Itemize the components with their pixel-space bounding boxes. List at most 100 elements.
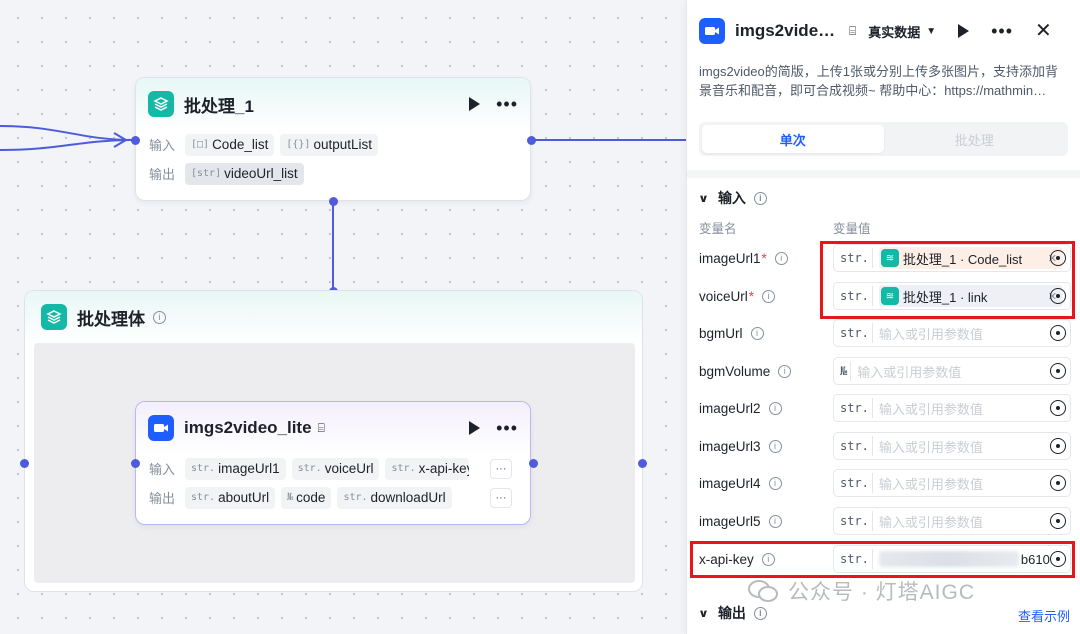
variable-value-field[interactable]: str.b610 bbox=[833, 545, 1071, 573]
input-label: 输入 bbox=[149, 138, 176, 153]
output-tag-abouturl: str.aboutUrl bbox=[185, 486, 276, 509]
info-icon[interactable]: i bbox=[762, 289, 776, 303]
type-chip[interactable]: str. bbox=[837, 436, 873, 456]
tab-single[interactable]: 单次 bbox=[702, 125, 884, 153]
type-chip[interactable]: str. bbox=[837, 248, 873, 268]
type-chip[interactable]: str. bbox=[837, 323, 873, 343]
group-in-port[interactable] bbox=[20, 459, 29, 468]
info-icon[interactable]: i bbox=[768, 401, 782, 415]
batch-node[interactable]: 批处理_1 ••• 输入 [□]Code_list [{}]outputList… bbox=[135, 77, 531, 201]
info-icon[interactable]: i bbox=[768, 514, 782, 528]
reference-label: 批处理_1 · Code_list bbox=[902, 251, 1023, 267]
run-mode-tabs: 单次 批处理 bbox=[699, 122, 1068, 156]
reference-picker-icon[interactable] bbox=[1050, 288, 1066, 304]
env-selector[interactable]: 真实数据▼ bbox=[868, 24, 937, 40]
variable-value-field[interactable]: str.输入或引用参数值 bbox=[833, 432, 1071, 460]
tab-batch[interactable]: 批处理 bbox=[954, 132, 994, 148]
group-out-port[interactable] bbox=[638, 459, 647, 468]
input-tag-output-list: [{}]outputList bbox=[280, 133, 378, 156]
close-icon[interactable]: ✕ bbox=[1035, 20, 1052, 42]
reference-chip[interactable]: ≋批处理_1 · Code_list✕ bbox=[878, 247, 1063, 269]
variable-value-field[interactable]: str.输入或引用参数值 bbox=[833, 319, 1071, 347]
value-placeholder: 输入或引用参数值 bbox=[878, 476, 983, 492]
variable-value-field[interactable]: str. 输入或引用参数值 bbox=[833, 469, 1071, 497]
info-icon[interactable]: i bbox=[753, 606, 767, 620]
type-chip[interactable]: str. bbox=[837, 473, 873, 493]
batch-in-port[interactable] bbox=[131, 136, 140, 145]
input-tag-api-key: str.x-api-key bbox=[385, 457, 470, 480]
input-label: 输入 bbox=[149, 462, 176, 477]
batch-body-port[interactable] bbox=[329, 197, 338, 206]
reference-picker-icon[interactable] bbox=[1050, 438, 1066, 454]
output-label: 输出 bbox=[149, 491, 176, 506]
variable-value-field[interactable]: str. 输入或引用参数值 bbox=[833, 394, 1071, 422]
input-section-header[interactable]: ∨ 输入 i bbox=[687, 182, 1080, 214]
type-chip[interactable]: str. bbox=[837, 286, 873, 306]
input-tag-voiceurl: str.voiceUrl bbox=[291, 457, 380, 480]
more-inputs-button[interactable]: ··· bbox=[490, 458, 512, 479]
info-icon[interactable]: i bbox=[761, 552, 775, 566]
variable-value-field[interactable]: str.≋批处理_1 · link✕ bbox=[833, 282, 1071, 310]
value-placeholder: 输入或引用参数值 bbox=[878, 401, 983, 417]
reference-picker-icon[interactable] bbox=[1050, 363, 1066, 379]
info-icon[interactable]: i bbox=[753, 191, 767, 205]
masked-value bbox=[878, 551, 1019, 567]
video-node-header: imgs2video_lite ⌸ ••• bbox=[136, 402, 530, 454]
output-section-header[interactable]: ∨ 输出 i bbox=[687, 597, 779, 629]
variable-value-field[interactable]: str.输入或引用参数值 bbox=[833, 507, 1071, 535]
video-input-row: 输入 str.imageUrl1 str.voiceUrl str.x-api-… bbox=[136, 454, 530, 483]
col-value: 变量值 bbox=[833, 221, 871, 236]
batch-layers-icon: ≋ bbox=[880, 287, 899, 305]
info-icon[interactable]: i bbox=[153, 310, 166, 324]
variable-column-headers: 变量名 变量值 bbox=[687, 214, 1080, 240]
output-label: 输出 bbox=[149, 167, 176, 182]
batch-out-port[interactable] bbox=[527, 136, 536, 145]
info-icon[interactable]: i bbox=[768, 476, 782, 490]
reference-picker-icon[interactable] bbox=[1050, 250, 1066, 266]
more-outputs-button[interactable]: ··· bbox=[490, 487, 512, 508]
reference-picker-icon[interactable] bbox=[1050, 551, 1066, 567]
batch-node-title: 批处理_1 bbox=[184, 96, 254, 116]
batch-layers-icon bbox=[148, 91, 174, 117]
run-node-icon[interactable] bbox=[469, 421, 481, 435]
type-chip[interactable]: str. bbox=[837, 549, 873, 569]
info-icon[interactable]: i bbox=[774, 251, 788, 265]
run-panel-icon[interactable] bbox=[958, 24, 970, 38]
more-options-icon[interactable]: ••• bbox=[496, 94, 518, 114]
info-icon[interactable]: i bbox=[768, 439, 782, 453]
video-in-port[interactable] bbox=[131, 459, 140, 468]
video-node[interactable]: imgs2video_lite ⌸ ••• 输入 str.imageUrl1 s… bbox=[135, 401, 531, 525]
reference-label: 批处理_1 · link bbox=[902, 289, 988, 305]
more-options-icon[interactable]: ••• bbox=[496, 418, 518, 438]
section-divider bbox=[687, 170, 1080, 178]
workflow-canvas[interactable]: 批处理_1 ••• 输入 [□]Code_list [{}]outputList… bbox=[0, 0, 686, 634]
variable-value-field[interactable]: str.≋批处理_1 · Code_list✕ bbox=[833, 244, 1071, 272]
reference-picker-icon[interactable] bbox=[1050, 475, 1066, 491]
reference-picker-icon[interactable] bbox=[1050, 513, 1066, 529]
reference-picker-icon[interactable] bbox=[1050, 400, 1066, 416]
output-section-title: 输出 bbox=[717, 605, 746, 621]
more-options-icon[interactable]: ••• bbox=[991, 21, 1014, 41]
view-example-link[interactable]: 查看示例 bbox=[1018, 609, 1071, 624]
reference-picker-icon[interactable] bbox=[1050, 325, 1066, 341]
run-node-icon[interactable] bbox=[469, 97, 481, 111]
type-chip[interactable]: str. bbox=[837, 398, 873, 418]
info-icon[interactable]: i bbox=[750, 326, 764, 340]
output-tag-downloadurl: str.downloadUrl bbox=[337, 486, 452, 509]
info-icon[interactable]: i bbox=[778, 364, 792, 378]
video-out-port[interactable] bbox=[529, 459, 538, 468]
input-tag-imageurl1: str.imageUrl1 bbox=[185, 457, 286, 480]
type-chip[interactable]: № bbox=[837, 361, 852, 381]
type-chip[interactable]: str. bbox=[837, 511, 873, 531]
